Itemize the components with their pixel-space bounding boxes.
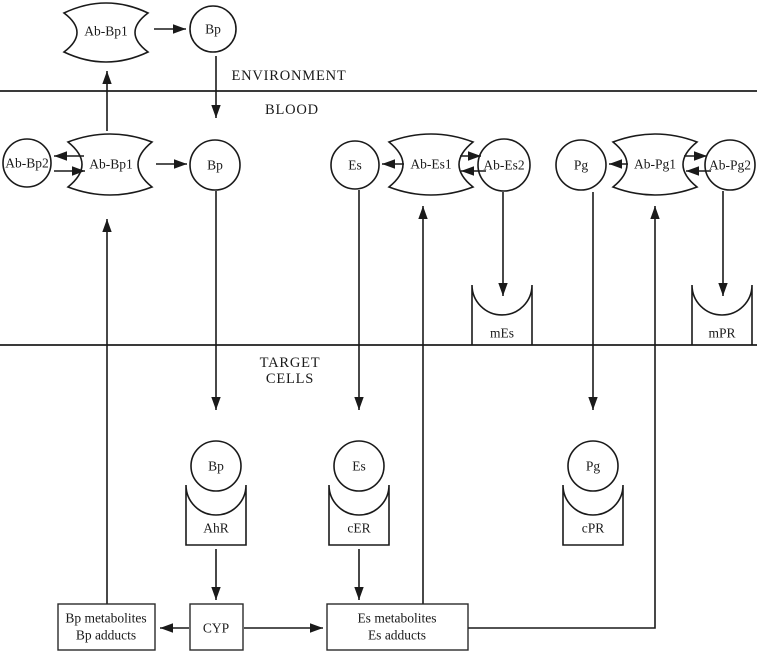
- bp-metabolites-label-line2: Bp adducts: [76, 628, 136, 643]
- es-metabolites-label-line1: Es metabolites: [357, 611, 436, 626]
- cer-label: cER: [347, 521, 370, 536]
- blood-ab-bp2-circle: [2, 138, 52, 188]
- blood-ab-pg1-label: Ab-Pg1: [634, 157, 676, 172]
- target-pg-label: Pg: [586, 459, 601, 474]
- mes-label: mEs: [490, 326, 514, 341]
- cpr-label: cPR: [582, 521, 605, 536]
- blood-ab-bp1-antibody-shape: [66, 133, 154, 196]
- blood-es-circle: [330, 140, 380, 190]
- target-es-circle: [333, 440, 385, 492]
- bp-metabolites-box: [57, 603, 156, 651]
- blood-ab-pg1-antibody-shape: [611, 133, 699, 196]
- es-metabolites-box: [326, 603, 469, 651]
- target-bp-label: Bp: [208, 459, 224, 474]
- bp-metabolites-label-line1: Bp metabolites: [65, 611, 146, 626]
- mpr-membrane-receptor-shape: [691, 284, 753, 345]
- ahr-label: AhR: [203, 521, 229, 536]
- blood-pg-circle: [555, 139, 607, 191]
- env-ab-bp1-antibody-shape: [62, 2, 150, 63]
- cer-receptor-shape: [328, 484, 390, 546]
- cyp-box: [189, 603, 244, 651]
- blood-bp-label: Bp: [207, 158, 223, 173]
- target-cells-label-line2: CELLS: [266, 371, 314, 387]
- blood-ab-es1-antibody-shape: [387, 133, 475, 196]
- cpr-receptor-shape: [562, 484, 624, 546]
- target-es-label: Es: [352, 459, 366, 474]
- arrow-esmetabolites-to-abpg1: [468, 206, 660, 629]
- env-bp-circle: [189, 5, 237, 53]
- blood-ab-es2-label: Ab-Es2: [483, 158, 524, 173]
- target-pg-circle: [567, 440, 619, 492]
- cyp-label: CYP: [203, 621, 229, 636]
- mpr-label: mPR: [708, 326, 735, 341]
- target-cells-label-line1: TARGET: [260, 355, 321, 371]
- env-ab-bp1-label: Ab-Bp1: [84, 24, 128, 39]
- blood-pg-label: Pg: [574, 158, 589, 173]
- blood-ab-bp2-label: Ab-Bp2: [5, 156, 49, 171]
- ahr-receptor-shape: [185, 484, 247, 546]
- env-bp-label: Bp: [205, 22, 221, 37]
- blood-ab-es1-label: Ab-Es1: [410, 157, 451, 172]
- target-bp-circle: [190, 440, 242, 492]
- blood-ab-bp1-label: Ab-Bp1: [89, 157, 133, 172]
- blood-es-label: Es: [348, 158, 362, 173]
- blood-label: BLOOD: [265, 102, 319, 118]
- blood-ab-pg2-label: Ab-Pg2: [709, 158, 751, 173]
- blood-bp-circle: [189, 139, 241, 191]
- es-metabolites-label-line2: Es adducts: [368, 628, 426, 643]
- blood-ab-es2-circle: [477, 138, 531, 192]
- mes-membrane-receptor-shape: [471, 284, 533, 345]
- environment-label: ENVIRONMENT: [231, 68, 346, 84]
- blood-ab-pg2-circle: [704, 139, 756, 191]
